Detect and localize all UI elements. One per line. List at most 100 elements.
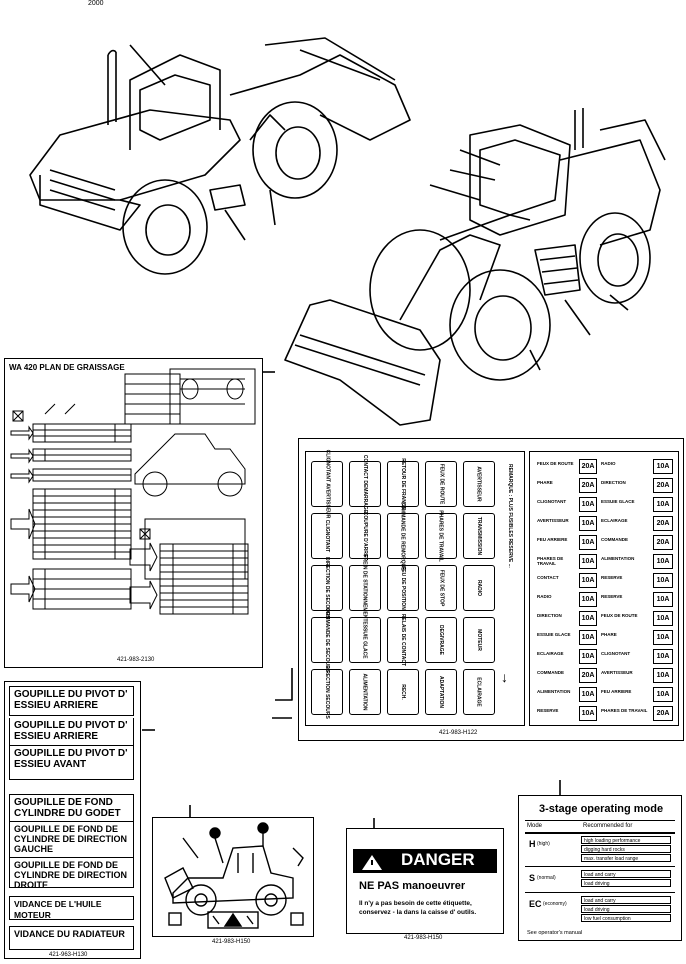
fuse-circuit-label: RADIO [601, 461, 616, 466]
recommended-header: Recommended for [583, 823, 633, 829]
fuse-amp-left: 10A [579, 516, 597, 531]
fuse-amp-left: 10A [579, 497, 597, 512]
fuse-amp-right: 20A [653, 516, 673, 531]
fuse-slot-label: PHARES DE TRAVAIL [438, 510, 445, 562]
danger-subtitle: NE PAS manoeuvrer [359, 880, 466, 892]
fuse-amp-left: 10A [579, 535, 597, 550]
fuse-amp-right: 10A [653, 687, 673, 702]
greasing-chart-table [10, 368, 256, 615]
fuse-amp-right: 20A [653, 535, 673, 550]
fuse-slot-label: ADAPTATION [438, 675, 445, 709]
operating-mode-label: 3-stage operating mode Mode Recommended … [518, 795, 682, 941]
fuse-circuit-label: FEUX DE ROUTE [601, 613, 638, 618]
fuse-circuit-label: FEUX DE ROUTE [537, 461, 574, 466]
fuse-slot-label: CLIGNOTANT [324, 519, 330, 553]
fuse-circuit-label: CONTACT [537, 575, 559, 580]
fuse-amp-right: 10A [653, 592, 673, 607]
fuse-slot: COMMANDE DE SECOURS [311, 608, 343, 672]
fuse-slot: ECLAIRAGE [463, 669, 495, 715]
fuse-circuit-label: AVERTISSEUR [601, 670, 633, 675]
fuse-circuit-label: ECLAIRAGE [537, 651, 564, 656]
fuse-panel: CLIGNOTANT AVERTISSEUR CONTACT DEMARRAGE R… [298, 438, 684, 741]
greasing-chart: WA 420 PLAN DE GRAISSAGE [4, 358, 263, 668]
fuse-slot-label: RELAIS DE CONTACT [400, 613, 407, 667]
fuse-circuit-label: RADIO [537, 594, 552, 599]
fuse-circuit-label: RESERVE [601, 575, 623, 580]
fuse-slot: RADIO [463, 565, 495, 611]
header-fragment: 2000 [88, 0, 104, 7]
fuse-slot: FEU DE POSITION [387, 565, 419, 611]
fuse-slot-label: RADIO [476, 579, 482, 597]
fuse-slot: FREIN DE STATIONNEMENT [349, 554, 381, 622]
fuse-amp-right: 20A [653, 706, 673, 721]
fuse-amp-right: 10A [653, 630, 673, 645]
loader-front-view [284, 108, 666, 426]
goupille-item: GOUPILLE DE FOND DE CYLINDRE DE DIRECTIO… [9, 822, 134, 858]
fuse-slot-label: FEU DE POSITION [400, 566, 406, 610]
fuse-slot-label: MOTEUR [475, 629, 482, 651]
fuse-circuit-label: ALIMENTATION [601, 556, 635, 561]
fuse-slot: COMMANDE DE REMORQUE [387, 501, 419, 571]
fuse-amp-left: 10A [579, 592, 597, 607]
fuse-vertical-note: REMARQUE : PLUS FUSIBLES RESERVE ... [507, 464, 513, 568]
fuse-slot-label: ALIMENTATION [362, 673, 368, 711]
fuse-slot-label: FEUX DE STOP [438, 569, 444, 607]
fuse-slot: RETOUR DE FRANCE [387, 458, 419, 510]
fuse-amp-right: 10A [653, 459, 673, 474]
mode-key: S [529, 873, 536, 883]
mode-description: load and carry [581, 870, 671, 878]
fuse-circuit-label: PHARE [601, 632, 617, 637]
loader-safety-drawing [164, 822, 304, 929]
fuse-circuit-label: FEU ARRIERE [601, 689, 632, 694]
operating-mode-title: 3-stage operating mode [539, 803, 664, 815]
fuse-amp-left: 10A [579, 649, 597, 664]
fuse-amp-left: 10A [579, 687, 597, 702]
mode-key: H [529, 839, 536, 849]
fuse-circuit-label: ESSUIE GLACE [601, 499, 635, 504]
fuse-slot: CONTACT DEMARRAGE [349, 455, 381, 513]
fuse-panel-inner-left [305, 451, 525, 726]
mode-description: high loading performance [581, 836, 671, 844]
fuse-slot: FEUX DE ROUTE [425, 461, 457, 507]
fuse-circuit-label: COMMANDE [601, 537, 628, 542]
fuse-slot-label: COUPURE D'ARRET [362, 511, 369, 561]
goupille-item: GOUPILLE DU PIVOT D' ESSIEU ARRIERE [9, 686, 134, 716]
fuse-slot: TRANSMISSION [463, 513, 495, 559]
loader-safety-label [152, 817, 314, 937]
loader-rear-view [29, 37, 411, 275]
fuse-slot: PHARES DE TRAVAIL [425, 510, 457, 562]
mode-description: load driving [581, 879, 671, 887]
fuse-circuit-label: PHARE [537, 480, 553, 485]
fuse-slot: MOTEUR [463, 617, 495, 663]
goupille-item: VIDANCE DU RADIATEUR [9, 926, 134, 950]
fuse-amp-right: 10A [653, 611, 673, 626]
fuse-amp-left: 10A [579, 611, 597, 626]
down-arrow-icon: ↓ [501, 669, 508, 685]
fuse-amp-left: 10A [579, 630, 597, 645]
goupille-part-number: 421-963-H130 [49, 952, 88, 958]
mode-sub: (normal) [537, 875, 556, 881]
danger-part-number: 421-983-H150 [404, 935, 443, 941]
fuse-slot-label: FEUX DE ROUTE [438, 463, 444, 505]
fuse-slot-label: CONTACT DEMARRAGE [362, 454, 368, 514]
goupille-item: GOUPILLE DU PIVOT D' ESSIEU ARRIERE [9, 718, 134, 746]
operating-mode-footer: See operator's manual [527, 930, 583, 936]
greasing-chart-part-number: 421-983-2130 [117, 657, 155, 663]
fuse-circuit-label: FEU ARRIERE [537, 537, 568, 542]
fuse-slot: CLIGNOTANT [311, 513, 343, 559]
fuse-circuit-label: AVERTISSEUR [537, 518, 569, 523]
fuse-panel-part-number: 421-983-H122 [439, 730, 478, 736]
fuse-amp-left: 20A [579, 459, 597, 474]
fuse-amp-left: 10A [579, 573, 597, 588]
mode-description: low fuel consumption [581, 914, 671, 922]
fuse-slot: RELAIS DE CONTACT [387, 613, 419, 667]
fuse-circuit-label: PHARES DE TRAVAIL [537, 556, 564, 566]
fuse-slot: ESSUIE GLACE [349, 617, 381, 663]
fuse-amp-right: 10A [653, 497, 673, 512]
fuse-slot: DIRECTION DE SECOURS [311, 557, 343, 619]
operating-mode-header-row: Mode Recommended for [525, 820, 675, 834]
danger-label: DANGER NE PAS manoeuvrer Il n'y a pas be… [346, 828, 504, 934]
fuse-amp-right: 10A [653, 554, 673, 569]
